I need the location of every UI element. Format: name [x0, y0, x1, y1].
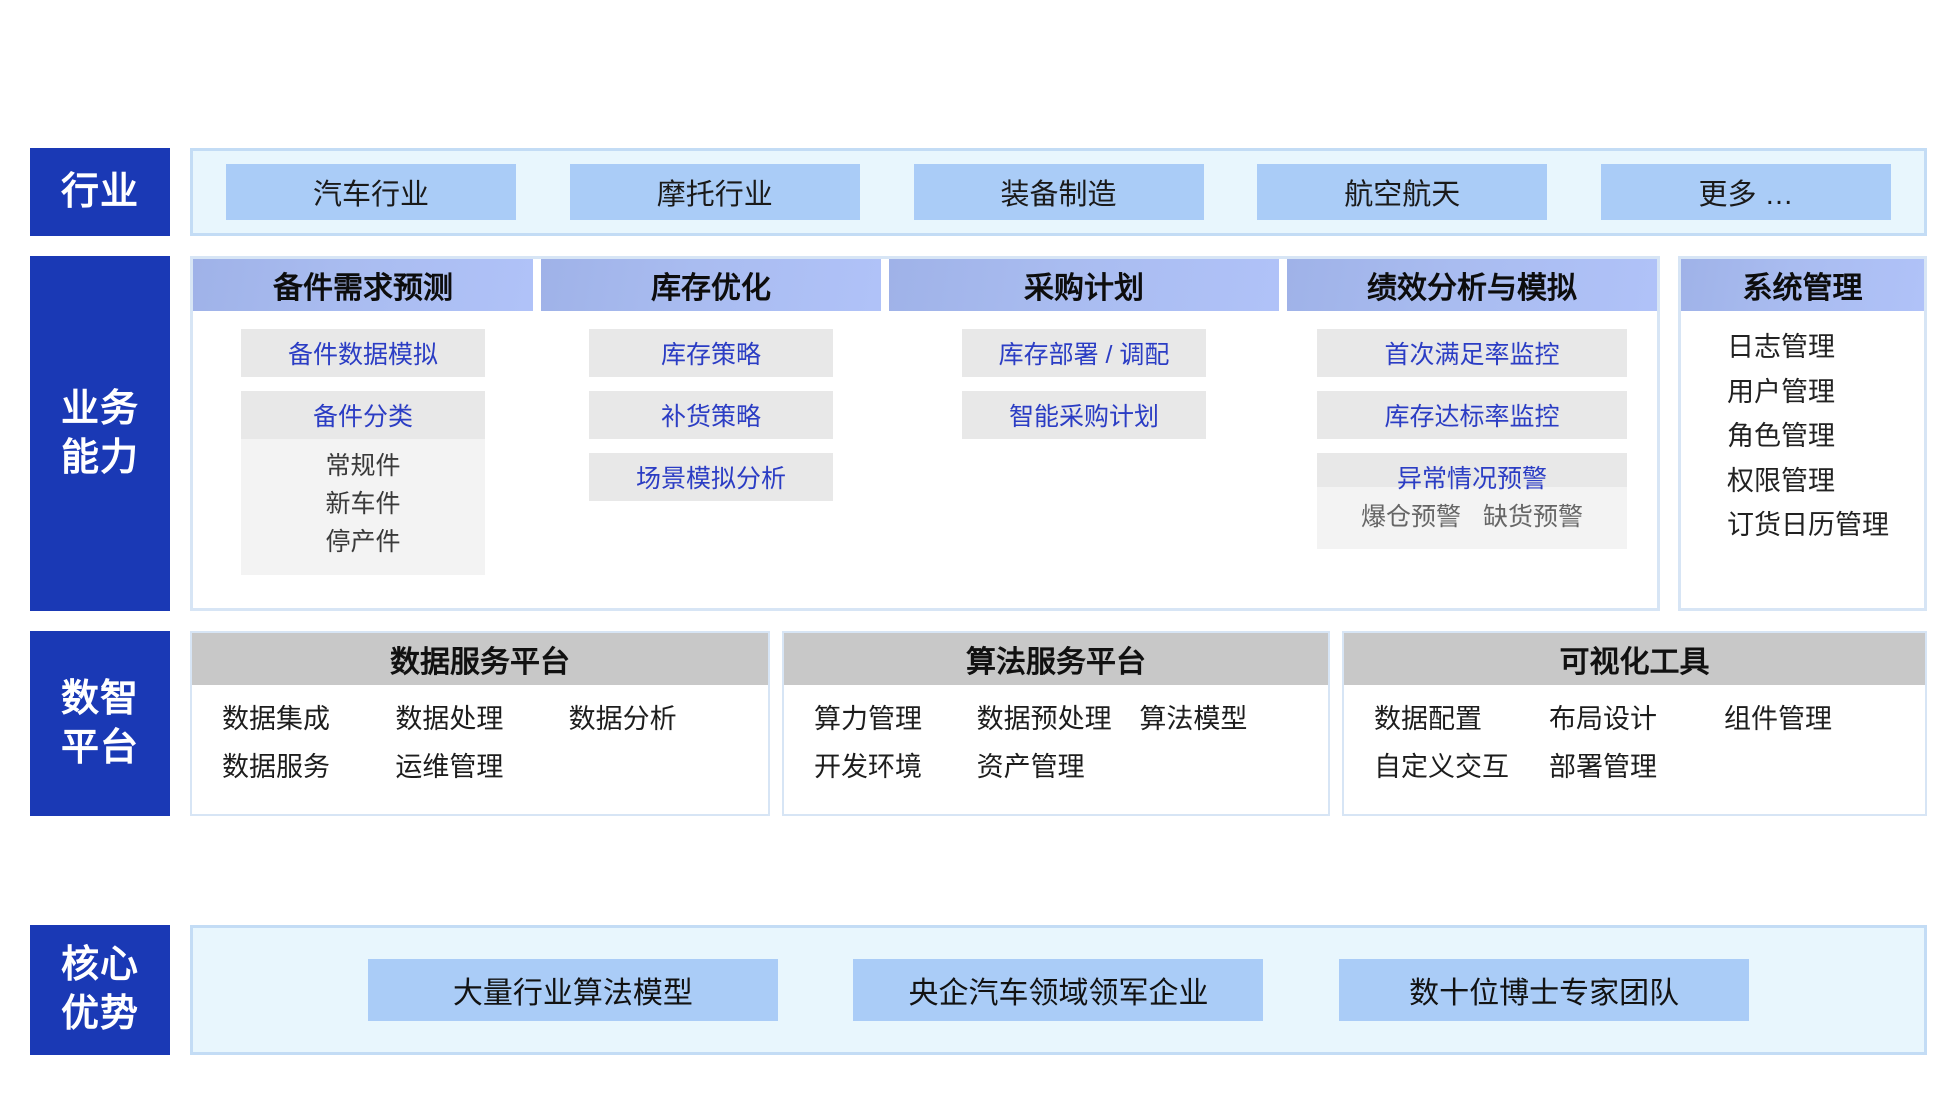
advantage-item-label: 数十位博士专家团队 [1409, 977, 1680, 1010]
system-item-user-management[interactable]: 用户管理 [1727, 376, 1835, 407]
platform-card-title: 数据服务平台 [192, 633, 768, 685]
platform-item[interactable]: 数据分析 [568, 704, 677, 734]
capability-column-body: 首次满足率监控 库存达标率监控 异常情况预警 爆仓预警 缺货预警 [1287, 311, 1657, 549]
capability-item-replenishment-strategy[interactable]: 补货策略 [589, 391, 833, 439]
industry-item-label: 更多 … [1698, 179, 1794, 211]
advantage-item-label: 央企汽车领域领军企业 [908, 977, 1209, 1010]
capability-subitem: 停产件 [325, 528, 401, 556]
capability-item-first-fill-rate-monitor[interactable]: 首次满足率监控 [1317, 329, 1627, 377]
capability-subgroup-alerts: 爆仓预警 缺货预警 [1317, 487, 1627, 549]
industry-item-label: 航空航天 [1344, 179, 1461, 211]
advantage-item-phd-expert-team[interactable]: 数十位博士专家团队 [1339, 959, 1750, 1021]
platform-item[interactable]: 数据配置 [1374, 704, 1482, 734]
capability-column-body: 库存策略 补货策略 场景模拟分析 [541, 311, 881, 501]
platform-item[interactable]: 自定义交互 [1374, 751, 1509, 782]
platform-item[interactable]: 运维管理 [395, 751, 504, 782]
industry-item-automotive[interactable]: 汽车行业 [226, 164, 516, 220]
industry-item-label: 摩托行业 [656, 179, 773, 211]
capability-subitem: 新车件 [325, 490, 401, 518]
capability-item-inventory-strategy[interactable]: 库存策略 [589, 329, 833, 377]
platform-card-data-service: 数据服务平台 数据集成 数据处理 数据分析 数据服务 运维管理 [190, 631, 770, 816]
row-label-advantage: 核心 优势 [30, 925, 170, 1055]
system-management-list: 日志管理 用户管理 角色管理 权限管理 订货日历管理 [1681, 311, 1924, 548]
platform-item[interactable]: 组件管理 [1724, 704, 1832, 734]
capability-column-procurement: 采购计划 库存部署 / 调配 智能采购计划 [889, 259, 1279, 608]
platform-item[interactable]: 数据预处理 [976, 704, 1112, 734]
platform-item[interactable]: 算力管理 [814, 704, 922, 734]
platform-card-title: 算法服务平台 [784, 633, 1328, 685]
row-label-advantage-line-1: 核心 [60, 944, 139, 987]
platform-item[interactable]: 资产管理 [976, 751, 1085, 782]
industry-item-label: 装备制造 [1000, 179, 1117, 211]
advantage-item-label: 大量行业算法模型 [452, 977, 693, 1010]
platform-card-items: 数据配置 布局设计 组件管理 自定义交互 部署管理 [1344, 685, 1925, 799]
row-label-business-line-2: 能力 [60, 436, 139, 479]
row-label-platform: 数智 平台 [30, 631, 170, 816]
platform-card-title: 可视化工具 [1344, 633, 1925, 685]
capability-column-title: 库存优化 [541, 259, 881, 311]
capability-item-inventory-deployment[interactable]: 库存部署 / 调配 [962, 329, 1206, 377]
row-label-industry: 行业 [30, 148, 170, 236]
capability-column-title: 采购计划 [889, 259, 1279, 311]
system-management-title: 系统管理 [1681, 259, 1924, 311]
platform-card-items: 数据集成 数据处理 数据分析 数据服务 运维管理 [192, 685, 768, 799]
platform-card-visualization-tool: 可视化工具 数据配置 布局设计 组件管理 自定义交互 部署管理 [1342, 631, 1927, 816]
capability-column-body: 库存部署 / 调配 智能采购计划 [889, 311, 1279, 439]
platform-item[interactable]: 数据服务 [222, 751, 330, 782]
system-item-log-management[interactable]: 日志管理 [1727, 332, 1835, 362]
platform-item[interactable]: 算法模型 [1139, 704, 1248, 734]
row-label-business-line-1: 业务 [60, 387, 139, 430]
advantage-item-soe-automotive-leader[interactable]: 央企汽车领域领军企业 [853, 959, 1264, 1021]
platform-item[interactable]: 数据集成 [222, 704, 330, 734]
capability-subitem-stockout-alert: 缺货预警 [1483, 503, 1584, 531]
advantage-pill-row: 大量行业算法模型 央企汽车领域领军企业 数十位博士专家团队 [190, 925, 1927, 1055]
capability-item-parts-data-sim[interactable]: 备件数据模拟 [241, 329, 485, 377]
capability-column-system-management: 系统管理 日志管理 用户管理 角色管理 权限管理 订货日历管理 [1681, 259, 1924, 608]
capability-item-smart-procurement-plan[interactable]: 智能采购计划 [962, 391, 1206, 439]
system-item-role-management[interactable]: 角色管理 [1727, 421, 1835, 452]
platform-item[interactable]: 部署管理 [1549, 751, 1657, 782]
platform-card-items: 算力管理 数据预处理 算法模型 开发环境 资产管理 [784, 685, 1328, 799]
row-label-advantage-line-2: 优势 [60, 993, 139, 1035]
platform-item[interactable]: 开发环境 [814, 751, 922, 782]
row-label-industry-line-1: 行业 [60, 170, 139, 213]
capability-column-inventory: 库存优化 库存策略 补货策略 场景模拟分析 [541, 259, 881, 608]
system-item-permission-management[interactable]: 权限管理 [1727, 465, 1835, 496]
capability-item-inventory-compliance-monitor[interactable]: 库存达标率监控 [1317, 391, 1627, 439]
industry-item-more[interactable]: 更多 … [1601, 164, 1891, 220]
platform-item[interactable]: 布局设计 [1549, 704, 1657, 734]
platform-item[interactable]: 数据处理 [395, 704, 504, 734]
capability-subitem: 常规件 [325, 452, 401, 480]
industry-item-label: 汽车行业 [312, 179, 429, 211]
industry-item-motorcycle[interactable]: 摩托行业 [569, 164, 860, 220]
industry-item-aerospace[interactable]: 航空航天 [1257, 164, 1548, 220]
capability-subgroup-parts-classification: 常规件 新车件 停产件 [241, 439, 485, 575]
row-label-platform-line-1: 数智 [60, 677, 139, 720]
row-label-platform-line-2: 平台 [60, 726, 139, 769]
row-label-business: 业务 能力 [30, 256, 170, 611]
capability-column-forecast: 备件需求预测 备件数据模拟 备件分类 常规件 新车件 停产件 [193, 259, 533, 608]
platform-card-algorithm-service: 算法服务平台 算力管理 数据预处理 算法模型 开发环境 资产管理 [782, 631, 1330, 816]
capability-column-body: 备件数据模拟 备件分类 常规件 新车件 停产件 [193, 311, 533, 575]
advantage-item-algorithm-models[interactable]: 大量行业算法模型 [367, 959, 778, 1021]
industry-pill-row: 汽车行业 摩托行业 装备制造 航空航天 更多 … [190, 148, 1927, 236]
system-management-panel [1678, 256, 1927, 611]
capability-subitem-overstock-alert: 爆仓预警 [1360, 503, 1461, 531]
capability-column-title: 绩效分析与模拟 [1287, 259, 1657, 311]
capability-column-title: 备件需求预测 [193, 259, 533, 311]
industry-item-equipment[interactable]: 装备制造 [913, 164, 1204, 220]
system-item-order-calendar-management[interactable]: 订货日历管理 [1727, 510, 1889, 541]
capability-column-performance: 绩效分析与模拟 首次满足率监控 库存达标率监控 异常情况预警 爆仓预警 缺货预警 [1287, 259, 1657, 608]
capability-item-parts-classification[interactable]: 备件分类 [241, 391, 485, 439]
capability-item-scenario-simulation[interactable]: 场景模拟分析 [589, 453, 833, 501]
